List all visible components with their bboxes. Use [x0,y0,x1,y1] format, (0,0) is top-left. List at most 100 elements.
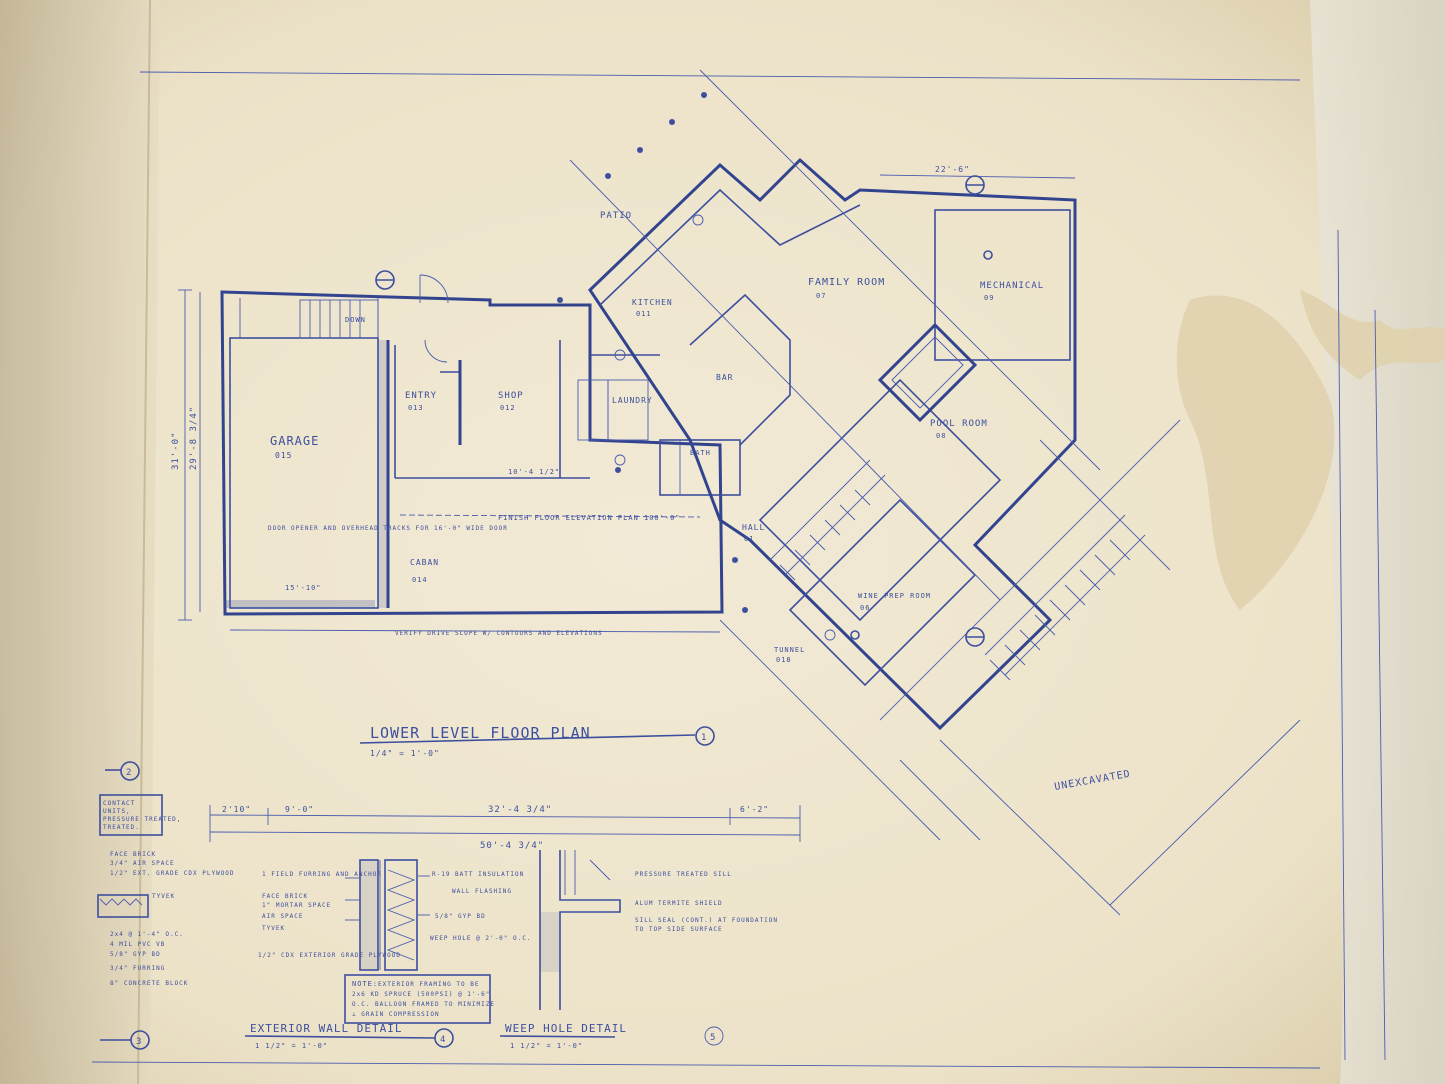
down-label: DOWN [345,316,366,324]
svg-text:R-19 BATT INSULATION: R-19 BATT INSULATION [432,871,524,878]
left-num-bottom: 3 [136,1037,142,1047]
svg-text:FACE BRICK: FACE BRICK [110,851,156,858]
dim-family: 22'-6" [935,165,970,174]
main-title-scale: 1/4" = 1'-0" [370,749,440,758]
room-garage-num: 015 [275,451,292,460]
ext-wall-num: 4 [440,1035,446,1045]
ext-wall-callouts-right: R-19 BATT INSULATION WALL FLASHING 5/8" … [430,871,531,942]
svg-text:PRESSURE TREATED,: PRESSURE TREATED, [103,816,181,823]
svg-text:1" MORTAR SPACE: 1" MORTAR SPACE [262,902,331,909]
paper-left-fold [0,0,160,1084]
room-caban: CABAN [410,558,439,567]
room-pool-num: 08 [936,432,946,440]
svg-text:O.C. BALLOON FRAMED TO MINIMIZ: O.C. BALLOON FRAMED TO MINIMIZE [352,1001,495,1008]
room-hall-num: 01 [744,535,754,543]
exterior-wall-detail: 1 FIELD FURRING AND ANCHOR FACE BRICK 1"… [244,859,531,1050]
room-mechanical-num: 09 [984,294,994,302]
svg-text:2x4 @ 1'-4" O.C.: 2x4 @ 1'-4" O.C. [110,931,184,938]
svg-text:EXTERIOR FRAMING TO BE: EXTERIOR FRAMING TO BE [378,981,479,988]
svg-text:UNITS,: UNITS, [103,808,131,815]
weep-scale: 1 1/2" = 1'-0" [510,1042,583,1050]
dim-a: 2'10" [222,805,251,814]
svg-text:AIR SPACE: AIR SPACE [262,913,304,920]
room-bath: BATH [690,449,711,457]
room-garage: GARAGE [270,434,319,448]
room-family-num: 07 [816,292,826,300]
main-title-num: 1 [701,733,707,743]
weep-num: 5 [710,1033,716,1043]
room-tunnel: TUNNEL [774,646,805,654]
svg-text:TO TOP SIDE SURFACE: TO TOP SIDE SURFACE [635,926,723,933]
water-stain [1176,295,1335,610]
torn-edge [1300,290,1445,380]
svg-text:WEEP HOLE @ 2'-0" O.C.: WEEP HOLE @ 2'-0" O.C. [430,935,531,942]
right-overlay-sheet [1310,0,1445,1084]
room-tunnel-num: 018 [776,656,792,664]
room-hall: HALL [742,523,765,532]
dim-mid: 32'-4 3/4" [488,805,552,815]
room-caban-num: 014 [412,576,428,584]
svg-text:1 FIELD FURRING AND ANCHOR: 1 FIELD FURRING AND ANCHOR [262,871,382,878]
svg-text:4 MIL PVC VB: 4 MIL PVC VB [110,941,165,948]
room-wine-prep-num: 06 [860,604,870,612]
dim-total: 50'-4 3/4" [480,841,544,851]
svg-text:TYVEK: TYVEK [262,925,285,932]
room-patio: PATIO [600,211,632,221]
ext-wall-scale: 1 1/2" = 1'-0" [255,1042,328,1050]
room-pool: POOL ROOM [930,419,988,429]
dim-side: 31'-0" [171,431,181,470]
room-kitchen-num: 011 [636,310,652,318]
svg-text:1/2" CDX EXTERIOR GRADE PLYWOO: 1/2" CDX EXTERIOR GRADE PLYWOOD [258,952,401,959]
room-family: FAMILY ROOM [808,277,885,288]
room-bar: BAR [716,373,733,382]
room-labels: GARAGE 015 ENTRY 013 SHOP 012 LAUNDRY KI… [270,211,1044,664]
floor-plan-main [220,274,741,616]
dim-b: 9'-0" [285,805,314,814]
room-wine-prep: WINE PREP ROOM [858,592,931,600]
room-entry-num: 013 [408,404,424,412]
svg-text:5/8" GYP BD: 5/8" GYP BD [110,951,161,958]
ext-wall-title: EXTERIOR WALL DETAIL [250,1022,402,1035]
left-edge-details: 2 CONTACT UNITS, PRESSURE TREATED, TREAT… [97,761,235,1050]
svg-text:⊥ GRAIN COMPRESSION: ⊥ GRAIN COMPRESSION [352,1011,440,1018]
note-title: NOTE: [352,980,378,988]
ext-wall-callouts-left: 1 FIELD FURRING AND ANCHOR FACE BRICK 1"… [258,871,401,959]
svg-text:1/2" EXT. GRADE CDX PLYWOOD: 1/2" EXT. GRADE CDX PLYWOOD [110,870,235,877]
door-opener-label: DOOR OPENER AND OVERHEAD TRACKS FOR 16'-… [268,525,508,532]
room-shop: SHOP [498,391,524,401]
section-markers [375,175,993,647]
room-entry: ENTRY [405,391,437,401]
svg-text:5/8" GYP BD: 5/8" GYP BD [435,913,486,920]
dim-side2: 29'-8 3/4" [189,406,199,470]
room-laundry: LAUNDRY [612,396,653,405]
svg-text:CONTACT: CONTACT [103,800,135,807]
dimension-lines [178,174,1076,842]
svg-text:PRESSURE TREATED SILL: PRESSURE TREATED SILL [635,871,732,878]
room-kitchen: KITCHEN [632,298,673,307]
main-title: LOWER LEVEL FLOOR PLAN [370,724,591,742]
svg-text:WALL FLASHING: WALL FLASHING [452,888,512,895]
floor-plan-rotated-wing [557,69,1301,916]
room-mechanical: MECHANICAL [980,281,1044,291]
svg-text:8" CONCRETE BLOCK: 8" CONCRETE BLOCK [110,980,188,987]
svg-text:3/4" FURRING: 3/4" FURRING [110,965,165,972]
verify-label: VERIFY DRIVE SLOPE W/ CONTOURS AND ELEVA… [395,630,603,637]
weep-title: WEEP HOLE DETAIL [505,1022,627,1035]
svg-text:SILL SEAL (CONT.) AT FOUNDATIO: SILL SEAL (CONT.) AT FOUNDATION [635,917,778,924]
framing-note-box [344,974,491,1024]
weep-hole-detail: PRESSURE TREATED SILL ALUM TERMITE SHIEL… [499,850,778,1050]
svg-text:ALUM TERMITE SHIELD: ALUM TERMITE SHIELD [635,900,723,907]
dim-shop: 10'-4 1/2" [508,468,560,476]
svg-text:TYVEK: TYVEK [152,893,175,900]
svg-text:2x6 KD SPRUCE (500PSI) @ 1'-6": 2x6 KD SPRUCE (500PSI) @ 1'-6" [352,991,490,998]
main-title-block: LOWER LEVEL FLOOR PLAN 1/4" = 1'-0" 1 [359,724,715,758]
left-num-top: 2 [126,768,132,778]
svg-text:FACE BRICK: FACE BRICK [262,893,308,900]
dim-garage-in: 15'-10" [285,584,322,592]
dim-c: 6'-2" [740,805,769,814]
svg-text:3/4" AIR SPACE: 3/4" AIR SPACE [110,860,175,867]
finish-floor-label: FINISH FLOOR ELEVATION PLAN 100'-0" [498,514,681,522]
svg-text:TREATED.: TREATED. [103,824,140,831]
room-shop-num: 012 [500,404,516,412]
